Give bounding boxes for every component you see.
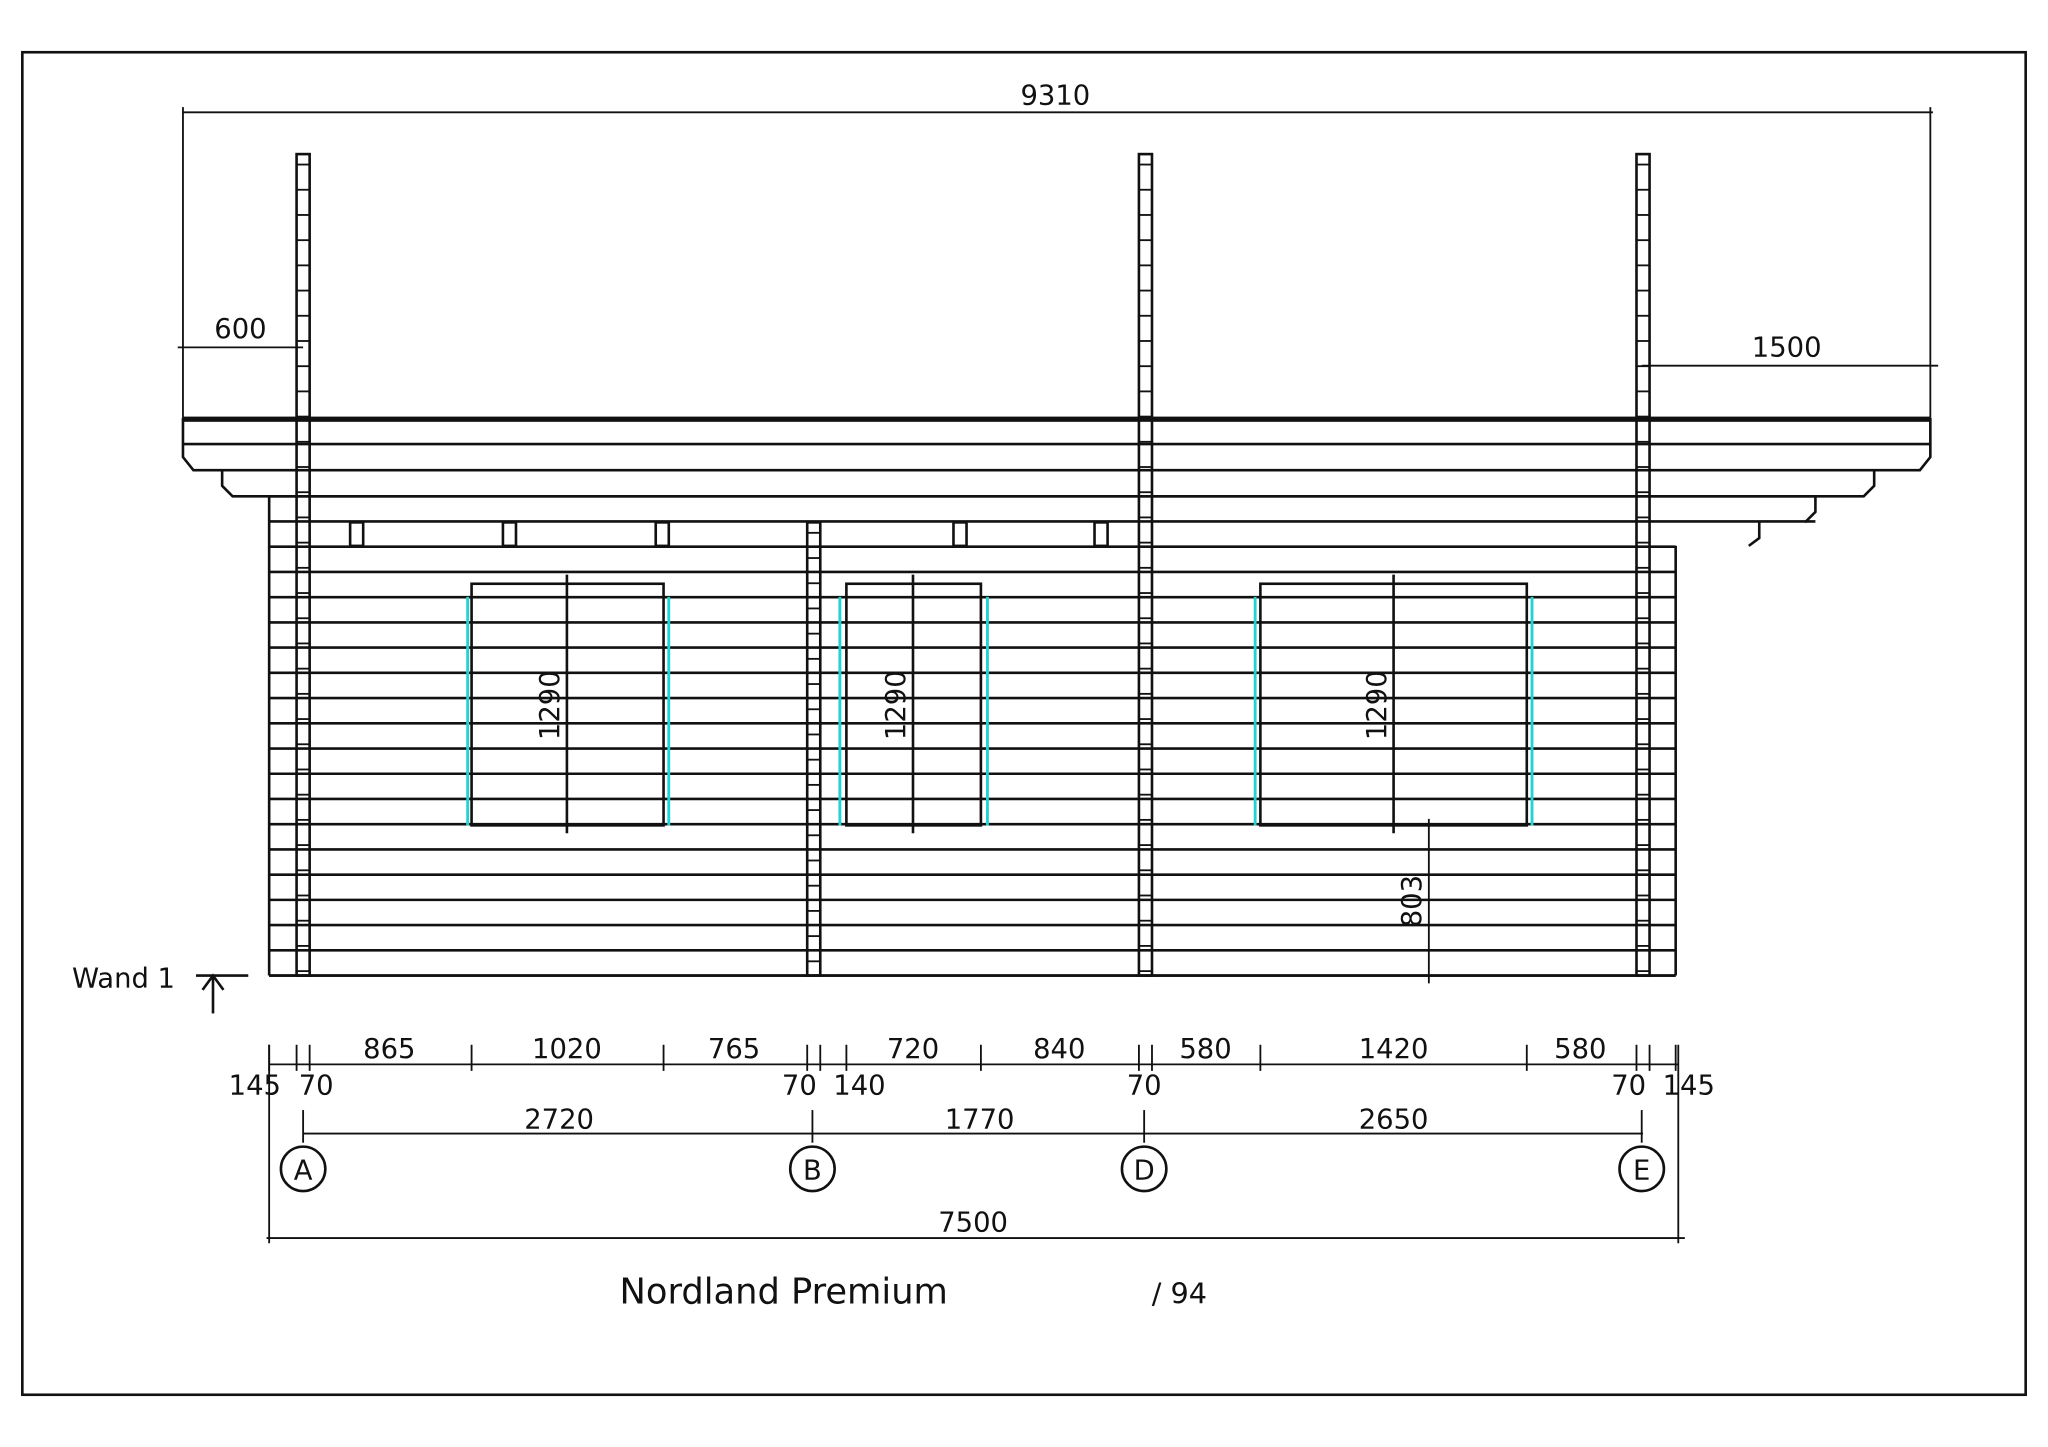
view-label: Wand 1 [72,963,175,994]
roof-step-2 [1804,496,1817,524]
total-width-dim: 7500 [938,1208,1008,1239]
axis-marker-D [1120,1145,1168,1193]
post-b [805,521,822,977]
segment-dim-small: 145 [1663,1070,1715,1101]
sill-height-dim: 803 [1397,875,1428,927]
axis-marker-B [788,1145,836,1193]
segment-dim: 1020 [532,1034,602,1065]
axis-marker-E [1618,1145,1666,1193]
axis-label: D [1134,1155,1155,1186]
segment-dim: 865 [363,1034,415,1065]
purlin-bracket [654,521,671,548]
view-arrow-head-icon [201,973,225,991]
dimension-lines: 865 1020 765 720 840 580 1420 580 145 70 70 140 70 70… [177,107,1939,1244]
drawing-title: Nordland Premium [620,1271,948,1312]
axis-dim: 2720 [524,1104,594,1135]
axis-label: E [1633,1155,1650,1186]
post-d [1137,152,1154,977]
purlin-bracket [1093,521,1109,548]
roof-step-1 [220,470,1876,498]
axis-marker-A [279,1145,327,1193]
right-overhang-dim: 1500 [1752,333,1822,364]
segment-dim: 580 [1554,1034,1606,1065]
segment-dim-small: 145 [229,1070,281,1101]
window-3-height-dim: 1290 [1362,670,1393,740]
segment-dim: 765 [708,1034,760,1065]
window-2-height-dim: 1290 [881,670,912,740]
post-a [295,152,311,977]
purlin-bracket [952,521,968,548]
segment-dim: 1420 [1359,1034,1429,1065]
segment-dim-small: 70 [782,1070,817,1101]
building-elevation [181,152,1932,977]
segment-dim-small: 140 [833,1070,885,1101]
purlin-bracket [348,521,365,548]
segment-dim-small: 70 [1611,1070,1646,1101]
window-1-height-dim: 1290 [535,670,566,740]
segment-dim: 840 [1033,1034,1085,1065]
segment-dim-small: 70 [299,1070,334,1101]
page-number: / 94 [1152,1276,1207,1310]
axis-dim: 2650 [1359,1104,1429,1135]
segment-dim: 580 [1179,1034,1231,1065]
roof-outline [181,417,1932,472]
left-overhang-dim: 600 [214,314,266,345]
purlin-bracket [501,521,518,548]
overall-width-dim: 9310 [1020,80,1090,111]
sheet-border [21,50,2027,1397]
roof-edge [182,416,1931,422]
segment-dim: 720 [887,1034,939,1065]
axis-label: A [294,1155,313,1186]
axis-label: B [803,1155,822,1186]
segment-dim-small: 70 [1127,1070,1162,1101]
axis-dim: 1770 [945,1104,1015,1135]
post-e [1635,152,1651,977]
roof-step-3 [1748,522,1761,547]
